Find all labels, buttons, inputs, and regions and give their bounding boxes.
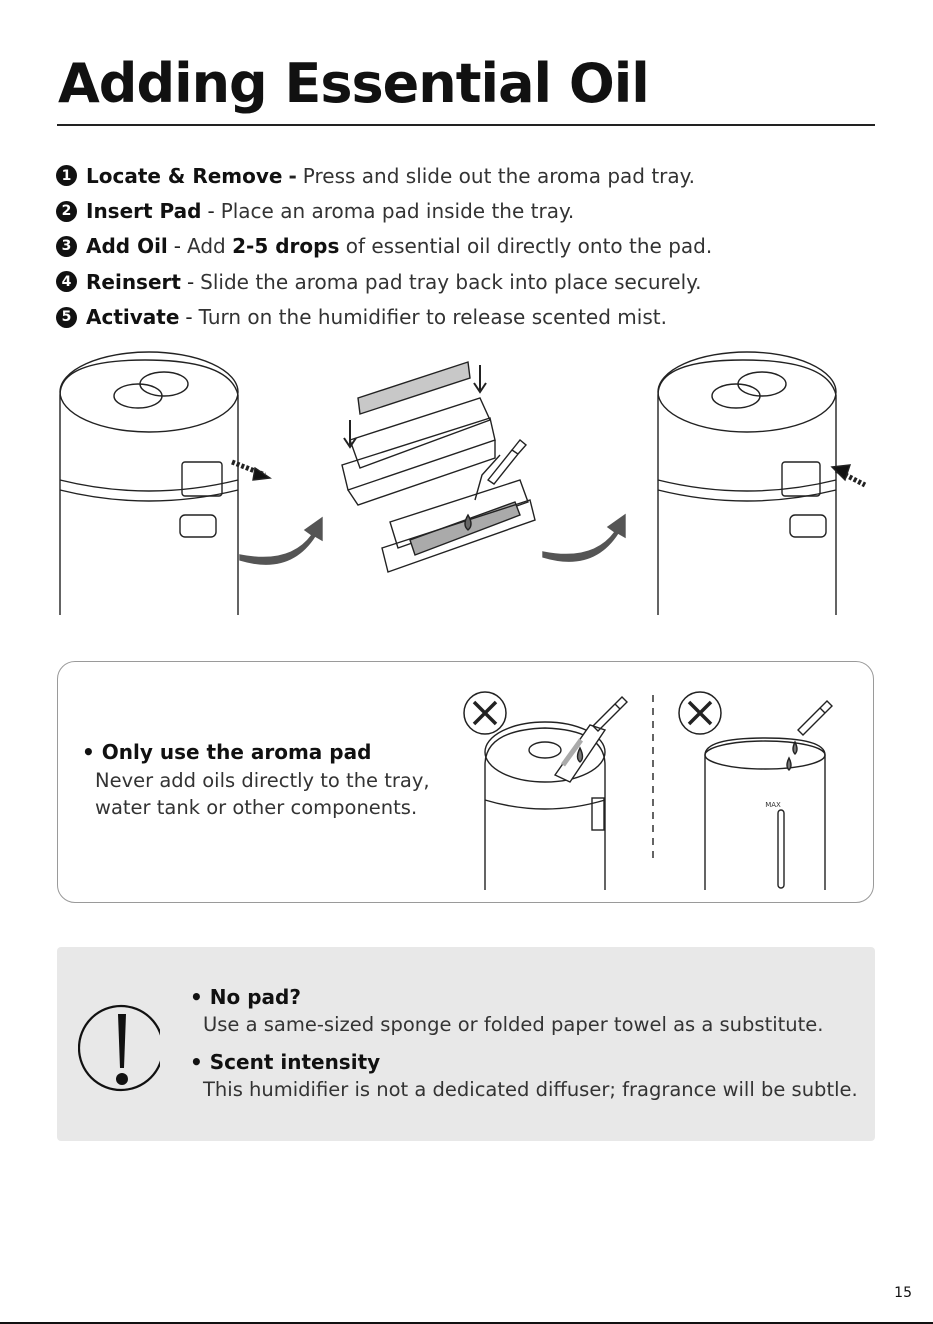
step-title: Insert Pad (86, 199, 202, 224)
warning-text: This humidifier is not a dedicated diffu… (203, 1078, 858, 1101)
step-2: 2 Insert Pad - Place an aroma pad inside… (56, 193, 896, 228)
x-circle-icon (678, 691, 722, 735)
step-4: 4 Reinsert - Slide the aroma pad tray ba… (56, 264, 896, 299)
step-text-after: of essential oil directly onto the pad. (345, 234, 713, 259)
aroma-tray-illustration (341, 361, 536, 573)
bullet: • (190, 985, 203, 1009)
exclamation-circle-icon (78, 1004, 160, 1092)
step-title: Locate & Remove (86, 163, 283, 188)
step-text: Turn on the humidifier to release scente… (198, 305, 667, 330)
warning-box (57, 947, 875, 1141)
step-separator: - (186, 269, 195, 294)
step-text: Slide the aroma pad tray back into place… (200, 269, 702, 294)
page-title: Adding Essential Oil (58, 52, 650, 115)
step-1: 1 Locate & Remove - Press and slide out … (56, 158, 896, 193)
warning-text: Use a same-sized sponge or folded paper … (203, 1013, 824, 1036)
step-title: Activate (86, 305, 180, 330)
step-text-before: Add (187, 234, 226, 259)
bullet: • (82, 740, 95, 764)
humidifier-right-illustration (657, 351, 867, 615)
step-number-badge: 2 (56, 200, 77, 222)
warning-list: • No pad? Use a same-sized sponge or fol… (190, 985, 858, 1115)
title-divider (57, 124, 875, 126)
note-body: Never add oils directly to the tray, wat… (95, 767, 430, 821)
dropper-icon (592, 696, 628, 732)
step-number-badge: 1 (56, 165, 77, 187)
step-illustration (59, 351, 867, 615)
step-text-bold: 2-5 drops (232, 234, 340, 259)
step-separator: - (173, 234, 182, 259)
footer-divider (0, 1322, 933, 1324)
step-5: 5 Activate - Turn on the humidifier to r… (56, 300, 896, 335)
step-number-badge: 5 (56, 306, 77, 328)
step-text: Press and slide out the aroma pad tray. (302, 163, 695, 188)
forbidden-illustration: MAX (463, 691, 833, 890)
step-text: Place an aroma pad inside the tray. (220, 199, 575, 224)
warning-heading-text: Scent intensity (209, 1050, 381, 1074)
step-title: Add Oil (86, 234, 168, 259)
note-box (57, 661, 874, 903)
note-line: Never add oils directly to the tray, (95, 769, 430, 792)
page-number: 15 (894, 1285, 912, 1301)
tank-max-label: MAX (765, 801, 781, 809)
warning-heading: • No pad? (190, 985, 858, 1009)
dropper-icon (797, 700, 833, 736)
steps-list: 1 Locate & Remove - Press and slide out … (56, 158, 896, 335)
curved-arrow-icon (542, 513, 626, 562)
step-title: Reinsert (86, 269, 181, 294)
step-3: 3 Add Oil - Add 2-5 drops of essential o… (56, 229, 896, 264)
note-line: water tank or other components. (95, 796, 418, 819)
note-content: • Only use the aroma pad Never add oils … (82, 740, 430, 821)
bullet: • (190, 1050, 203, 1074)
dropper-icon (486, 439, 528, 485)
note-heading: • Only use the aroma pad (82, 740, 430, 764)
humidifier-left-illustration (59, 351, 272, 615)
step-separator: - (288, 163, 297, 188)
curved-arrow-icon (239, 516, 323, 565)
step-separator: - (207, 199, 215, 224)
step-number-badge: 3 (56, 235, 77, 257)
x-circle-icon (463, 691, 507, 735)
warning-heading-text: No pad? (209, 985, 301, 1009)
note-heading-text: Only use the aroma pad (101, 740, 372, 764)
step-number-badge: 4 (56, 271, 77, 293)
warning-heading: • Scent intensity (190, 1050, 858, 1074)
step-separator: - (185, 305, 193, 330)
